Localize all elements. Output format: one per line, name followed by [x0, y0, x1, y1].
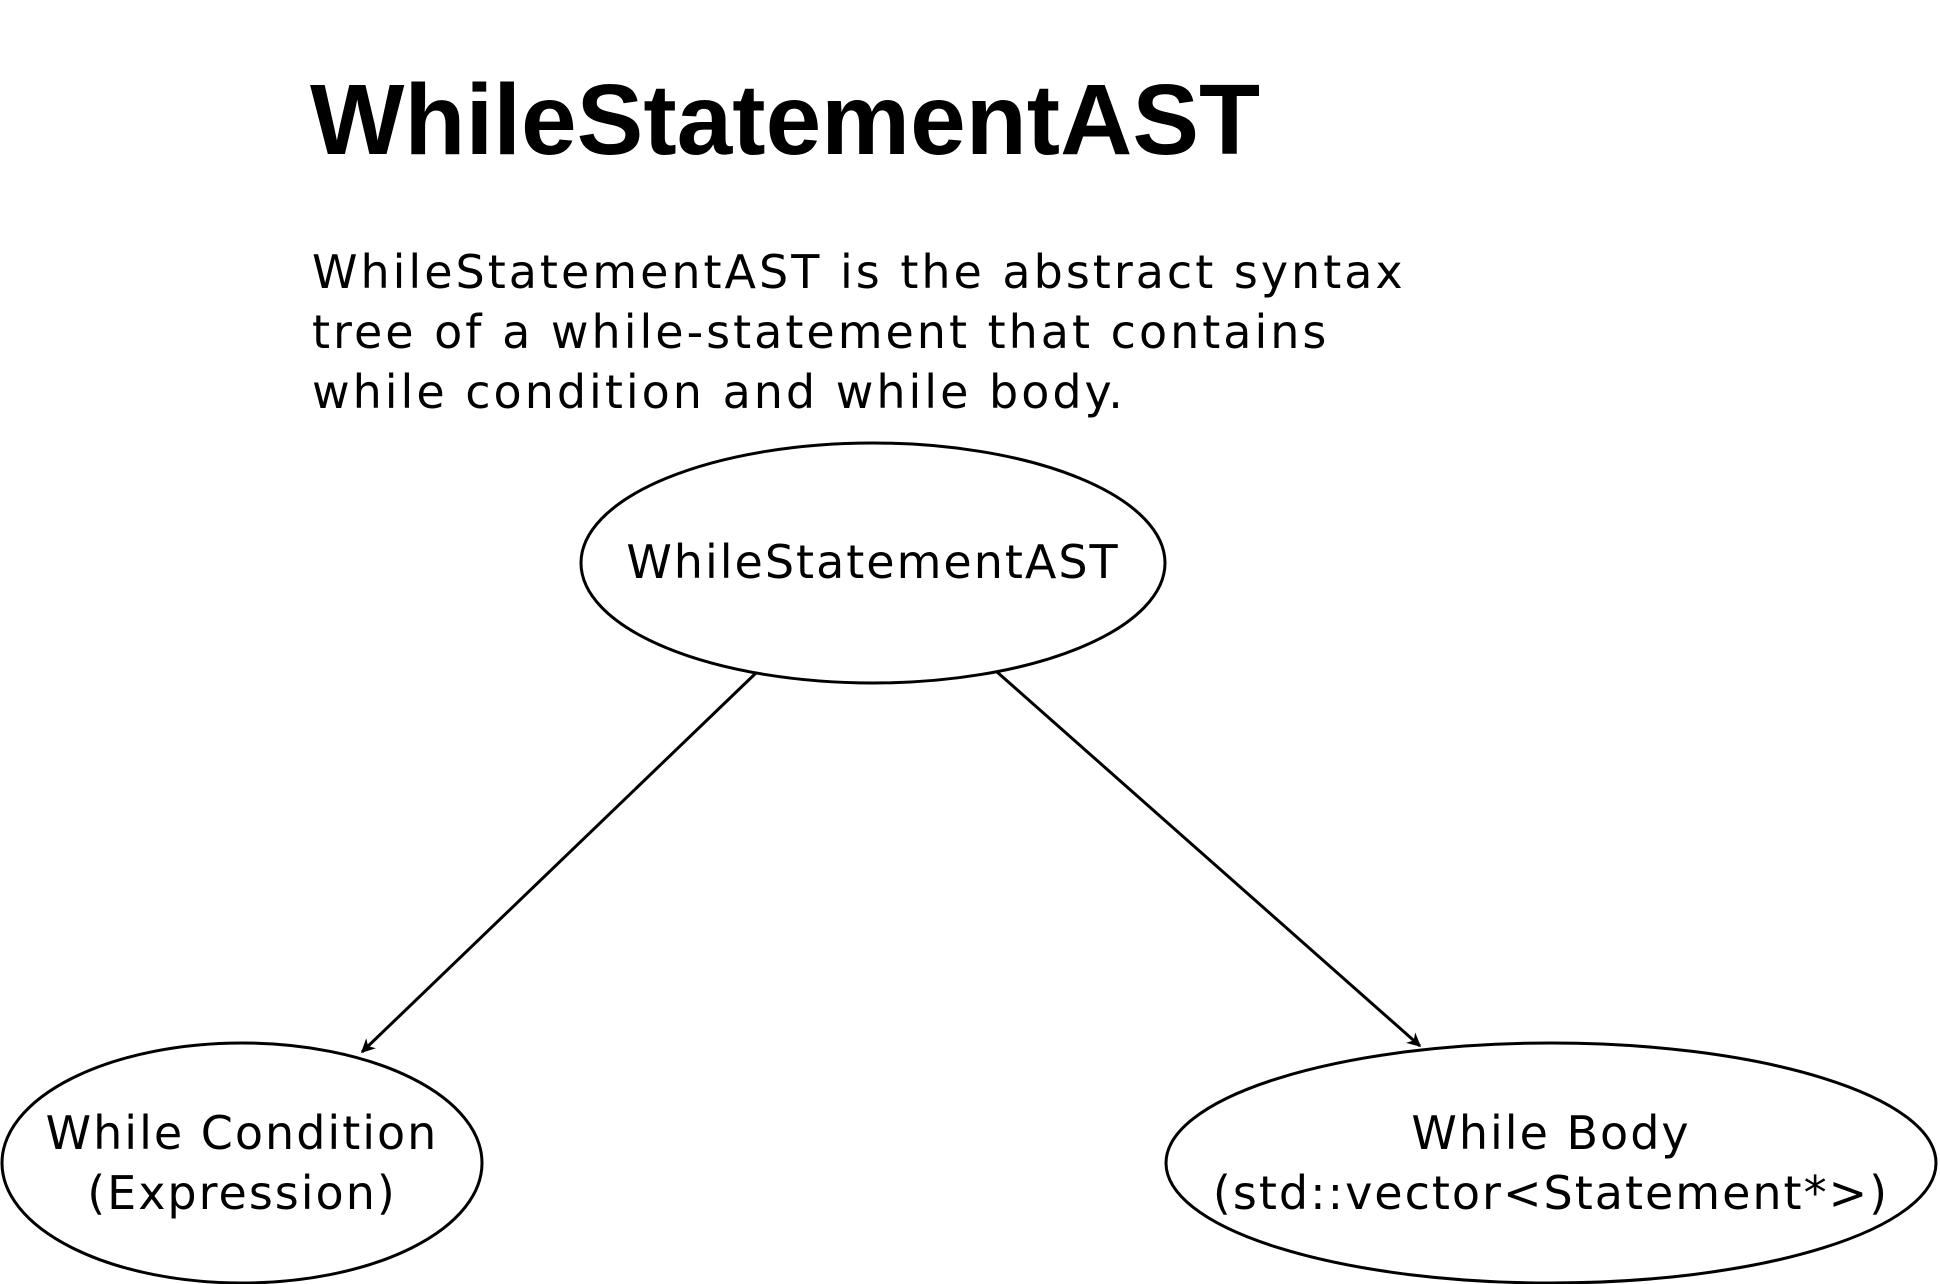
node-root-label: WhileStatementAST [626, 535, 1119, 589]
node-body-ellipse [1164, 1041, 1938, 1284]
description-line: while condition and while body. [312, 365, 1126, 419]
node-body-sublabel: (std::vector<Statement*>) [1213, 1166, 1889, 1220]
edge-root-to-body [996, 670, 1422, 1048]
node-body-label: While Body [1411, 1106, 1690, 1160]
node-condition-ellipse [0, 1041, 484, 1284]
edge-root-to-condition [360, 670, 759, 1054]
node-root-ellipse [579, 441, 1167, 685]
node-body: While Body (std::vector<Statement*>) [1164, 1041, 1938, 1284]
description-line: WhileStatementAST is the abstract syntax [312, 245, 1406, 299]
node-root: WhileStatementAST [579, 441, 1167, 685]
page-title: WhileStatementAST [310, 64, 1261, 176]
description: WhileStatementAST is the abstract syntax… [312, 242, 1406, 422]
node-condition-sublabel: (Expression) [87, 1166, 397, 1220]
description-line: tree of a while-statement that contains [312, 305, 1330, 359]
node-condition-label: While Condition [46, 1106, 439, 1160]
node-condition: While Condition (Expression) [0, 1041, 484, 1284]
